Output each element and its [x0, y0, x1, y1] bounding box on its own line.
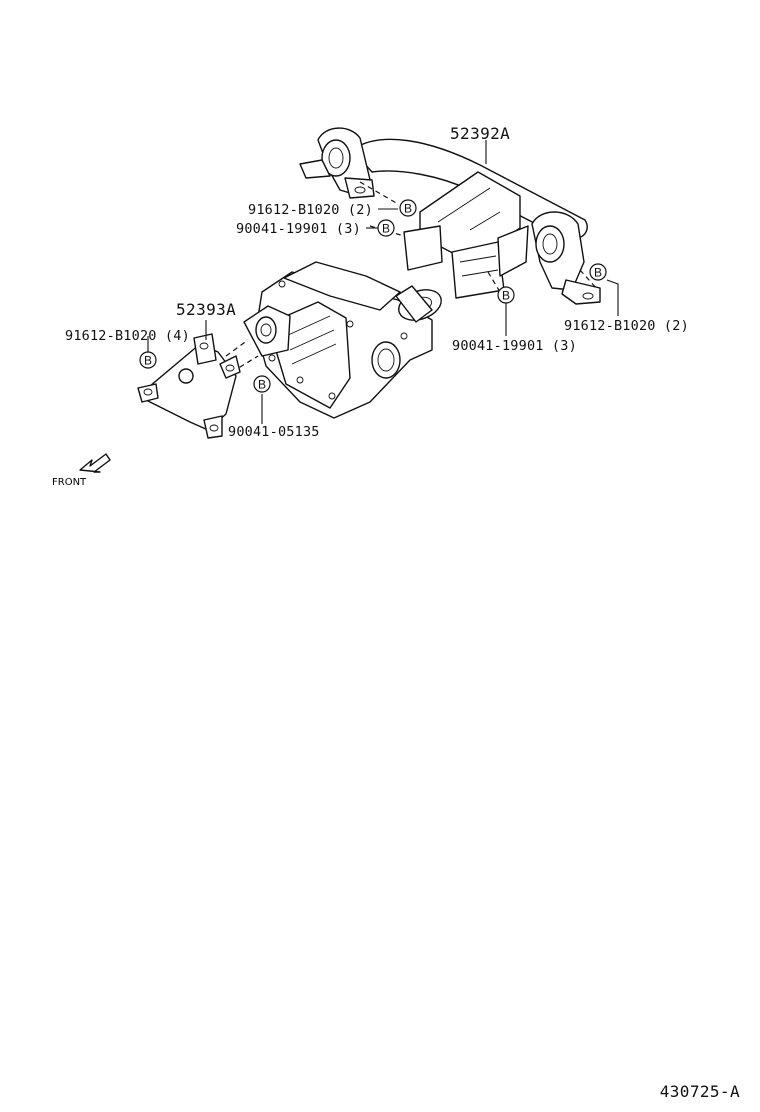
callout-b-top: B	[399, 199, 417, 217]
svg-text:B: B	[144, 354, 152, 368]
label-bolt-right: 91612-B1020 (2)	[564, 318, 689, 334]
svg-text:B: B	[382, 222, 390, 236]
leader-lines	[147, 140, 619, 424]
bracket-part	[137, 333, 241, 439]
front-label: FRONT	[52, 477, 87, 488]
differential-part	[225, 261, 442, 419]
svg-text:B: B	[404, 202, 412, 216]
label-bolt-left: 91612-B1020 (4)	[65, 328, 190, 344]
callout-b-right-lower: B	[497, 286, 515, 304]
label-crossmember: 52392A	[450, 124, 510, 143]
label-bolt-mid-left: 90041-19901 (3)	[236, 221, 361, 237]
crossmember-part	[299, 127, 601, 305]
callout-b-right: B	[589, 263, 607, 281]
svg-text:B: B	[502, 289, 510, 303]
callout-b-left: B	[139, 351, 157, 369]
label-bolt-top-left: 91612-B1020 (2)	[248, 202, 373, 218]
label-bolt-right-lower: 90041-19901 (3)	[452, 338, 577, 354]
figure-id: 430725-A	[660, 1082, 740, 1101]
front-arrow-icon	[79, 453, 111, 473]
svg-text:B: B	[594, 266, 602, 280]
callout-b-bottom: B	[253, 375, 271, 393]
label-bolt-bottom: 90041-05135	[228, 424, 320, 440]
label-bracket: 52393A	[176, 300, 236, 319]
callout-b-mid: B	[377, 219, 395, 237]
svg-text:B: B	[258, 378, 266, 392]
